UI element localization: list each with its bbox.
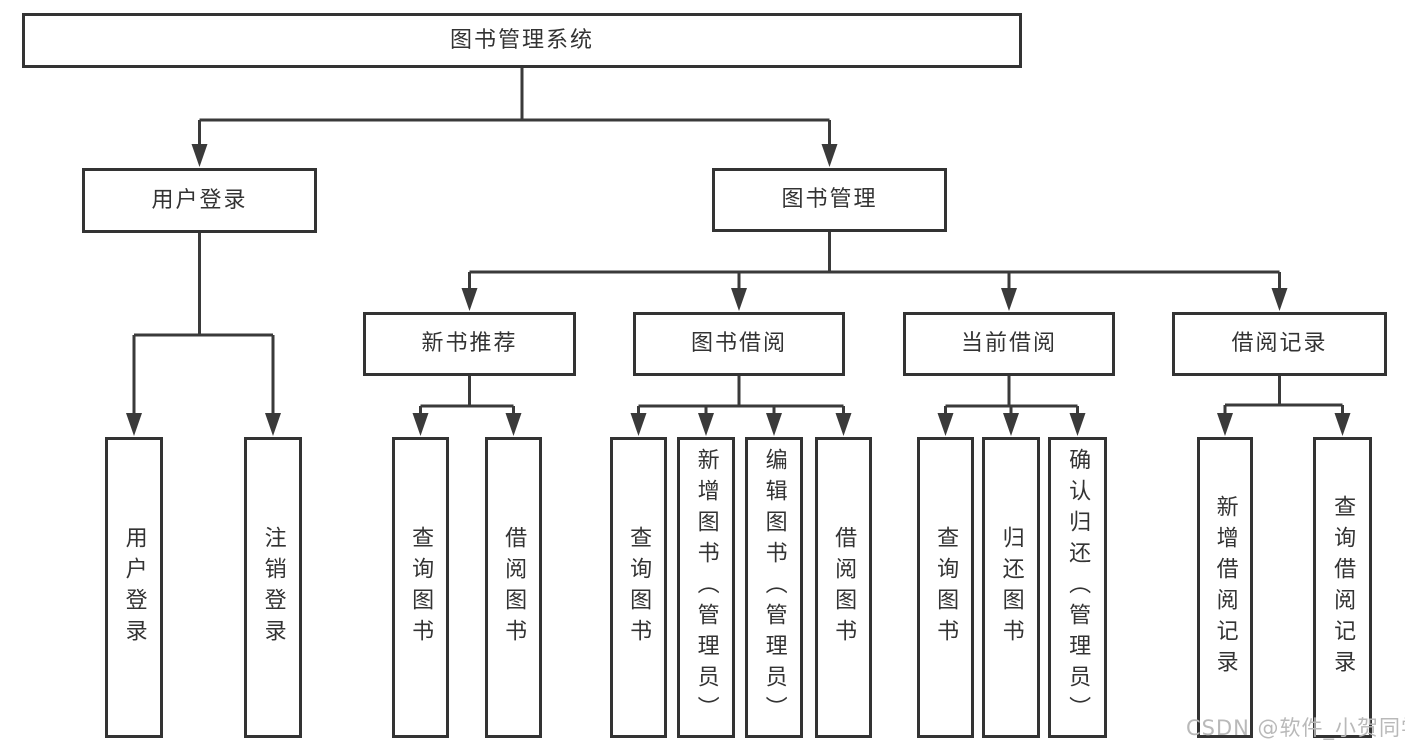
node-label-leaf-cb-query: 查询图书 (933, 525, 959, 650)
arrowhead-to-leaf-nbr-query (412, 413, 429, 436)
node-root: 图书管理系统 (22, 13, 1022, 68)
node-leaf-user-login: 用户登录 (105, 437, 163, 738)
edge-from-borrow-records (1223, 376, 1344, 417)
node-leaf-logout: 注销登录 (244, 437, 302, 738)
arrowhead-to-leaf-cb-return (1003, 413, 1019, 436)
edge-from-current-borrow (944, 376, 1079, 417)
node-label-leaf-nbr-borrow: 借阅图书 (501, 525, 527, 650)
arrowhead-to-leaf-bb-borrow (835, 413, 852, 436)
node-book-borrow: 图书借阅 (633, 312, 845, 376)
node-label-leaf-bb-edit: 编辑图书（管理员） (761, 448, 787, 727)
arrowhead-to-leaf-bb-edit (766, 413, 782, 436)
node-borrow-records: 借阅记录 (1172, 312, 1387, 376)
arrowhead-to-leaf-bb-add (698, 413, 714, 436)
arrowhead-to-new-book-rec (461, 288, 478, 311)
node-leaf-br-add: 新增借阅记录 (1197, 437, 1253, 738)
arrowhead-to-leaf-bb-query (630, 413, 647, 436)
node-label-leaf-bb-add: 新增图书（管理员） (693, 448, 719, 727)
arrowhead-to-book-mgmt (821, 144, 838, 167)
node-leaf-cb-query: 查询图书 (917, 437, 974, 738)
node-label-current-borrow: 当前借阅 (960, 331, 1057, 356)
arrowhead-to-leaf-user-login (126, 413, 142, 436)
edge-from-book-mgmt (468, 232, 1281, 292)
arrowhead-to-leaf-nbr-borrow (505, 413, 522, 436)
node-leaf-bb-edit: 编辑图书（管理员） (745, 437, 803, 738)
node-new-book-rec: 新书推荐 (363, 312, 576, 376)
node-leaf-bb-borrow: 借阅图书 (815, 437, 872, 738)
node-leaf-cb-confirm: 确认归还（管理员） (1048, 437, 1107, 738)
node-label-leaf-nbr-query: 查询图书 (408, 525, 434, 650)
node-label-leaf-user-login: 用户登录 (121, 525, 147, 650)
arrowhead-to-user-login (191, 144, 208, 167)
node-label-borrow-records: 借阅记录 (1231, 331, 1328, 356)
node-label-leaf-cb-confirm: 确认归还（管理员） (1065, 448, 1091, 727)
node-label-root: 图书管理系统 (449, 27, 594, 53)
node-label-user-login: 用户登录 (151, 187, 248, 213)
arrowhead-to-leaf-br-add (1217, 413, 1233, 436)
node-leaf-nbr-borrow: 借阅图书 (485, 437, 542, 738)
node-leaf-nbr-query: 查询图书 (392, 437, 449, 738)
node-user-login: 用户登录 (82, 168, 317, 233)
arrowhead-to-leaf-cb-confirm (1069, 413, 1086, 436)
node-label-leaf-br-add: 新增借阅记录 (1212, 494, 1238, 681)
node-current-borrow: 当前借阅 (903, 312, 1115, 376)
node-leaf-bb-query: 查询图书 (610, 437, 667, 738)
node-label-new-book-rec: 新书推荐 (421, 331, 518, 356)
edge-from-root (198, 68, 831, 148)
arrowhead-to-leaf-cb-query (937, 413, 954, 436)
node-label-leaf-bb-borrow: 借阅图书 (831, 525, 857, 650)
edge-from-user-login (132, 233, 275, 417)
node-label-leaf-br-query: 查询借阅记录 (1330, 494, 1356, 681)
arrowhead-to-leaf-logout (265, 413, 281, 436)
node-book-mgmt: 图书管理 (712, 168, 947, 232)
node-label-leaf-logout: 注销登录 (260, 525, 286, 650)
arrowhead-to-book-borrow (731, 288, 747, 311)
arrowhead-to-current-borrow (1001, 288, 1017, 311)
node-leaf-br-query: 查询借阅记录 (1313, 437, 1372, 738)
node-label-leaf-cb-return: 归还图书 (998, 525, 1024, 650)
arrowhead-to-leaf-br-query (1334, 413, 1351, 436)
node-label-book-borrow: 图书借阅 (690, 331, 787, 356)
node-leaf-bb-add: 新增图书（管理员） (677, 437, 735, 738)
edge-from-new-book-rec (419, 376, 515, 417)
node-label-leaf-bb-query: 查询图书 (626, 525, 652, 650)
arrowhead-to-borrow-records (1271, 288, 1288, 311)
node-leaf-cb-return: 归还图书 (982, 437, 1040, 738)
edge-from-book-borrow (637, 376, 845, 417)
node-label-book-mgmt: 图书管理 (781, 187, 878, 212)
